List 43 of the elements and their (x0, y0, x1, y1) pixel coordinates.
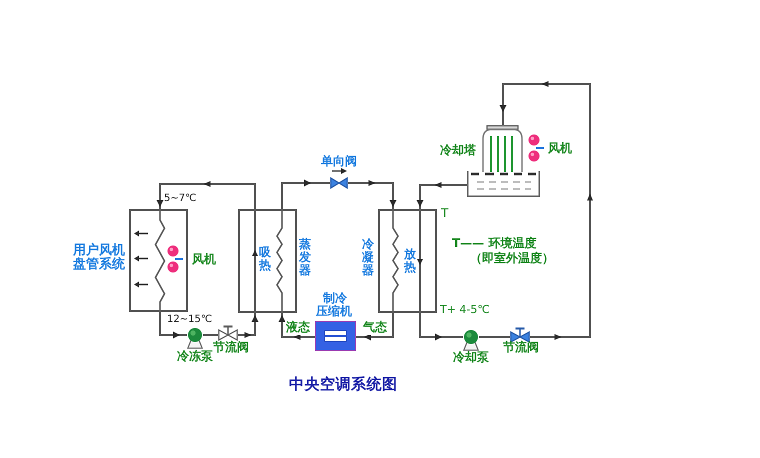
pipe-line (500, 81, 593, 340)
pipe-line (281, 180, 330, 209)
temperature-label: 12~15℃ (167, 314, 212, 326)
note-text: T—— 环境温度 (452, 237, 536, 251)
pump-symbol (187, 327, 203, 349)
component-label: 单向阀 (321, 155, 357, 169)
process-note: 吸热 (259, 246, 271, 272)
condenser-box (378, 209, 437, 313)
pipe-line (203, 334, 218, 336)
edge-label: 气态 (362, 321, 388, 335)
component-label: 风机 (192, 253, 216, 267)
pipe-line (156, 181, 256, 209)
diagram-caption: 中央空调系统图 (289, 376, 398, 394)
pipe-line (238, 313, 258, 338)
evaporator-box (238, 209, 297, 313)
pipe-line (479, 336, 510, 338)
component-label: 节流阀 (503, 341, 539, 355)
valve-symbol (218, 325, 238, 341)
pipe-line (348, 180, 396, 209)
temperature-label: T+ 4-5℃ (440, 304, 490, 317)
pipe-line (416, 182, 467, 209)
component-label: 蒸发器 (299, 238, 311, 278)
note-text: （即室外温度） (470, 252, 554, 266)
temperature-label: T (441, 207, 448, 221)
pipe-line (356, 313, 394, 340)
component-label: 冷却泵 (453, 351, 489, 365)
edge-label: 液态 (285, 321, 311, 335)
check-valve-symbol (330, 177, 348, 189)
process-note: 放热 (404, 248, 416, 274)
temperature-label: 5~7℃ (164, 193, 196, 204)
pipe-line (278, 313, 315, 340)
component-label: 冷凝器 (362, 238, 374, 278)
component-label: 风机 (548, 142, 572, 156)
pipe-line (159, 312, 187, 338)
fan-coil-box (129, 209, 188, 312)
component-label: 制冷压缩机 (316, 292, 353, 318)
component-label: 节流阀 (213, 341, 249, 355)
component-label: 冷冻泵 (177, 350, 213, 364)
component-label: 用户风机盘管系统 (73, 244, 126, 273)
pipe-line (419, 313, 463, 340)
compressor-symbol (315, 321, 356, 351)
component-label: 冷却塔 (440, 144, 476, 158)
pump-symbol (463, 329, 479, 351)
